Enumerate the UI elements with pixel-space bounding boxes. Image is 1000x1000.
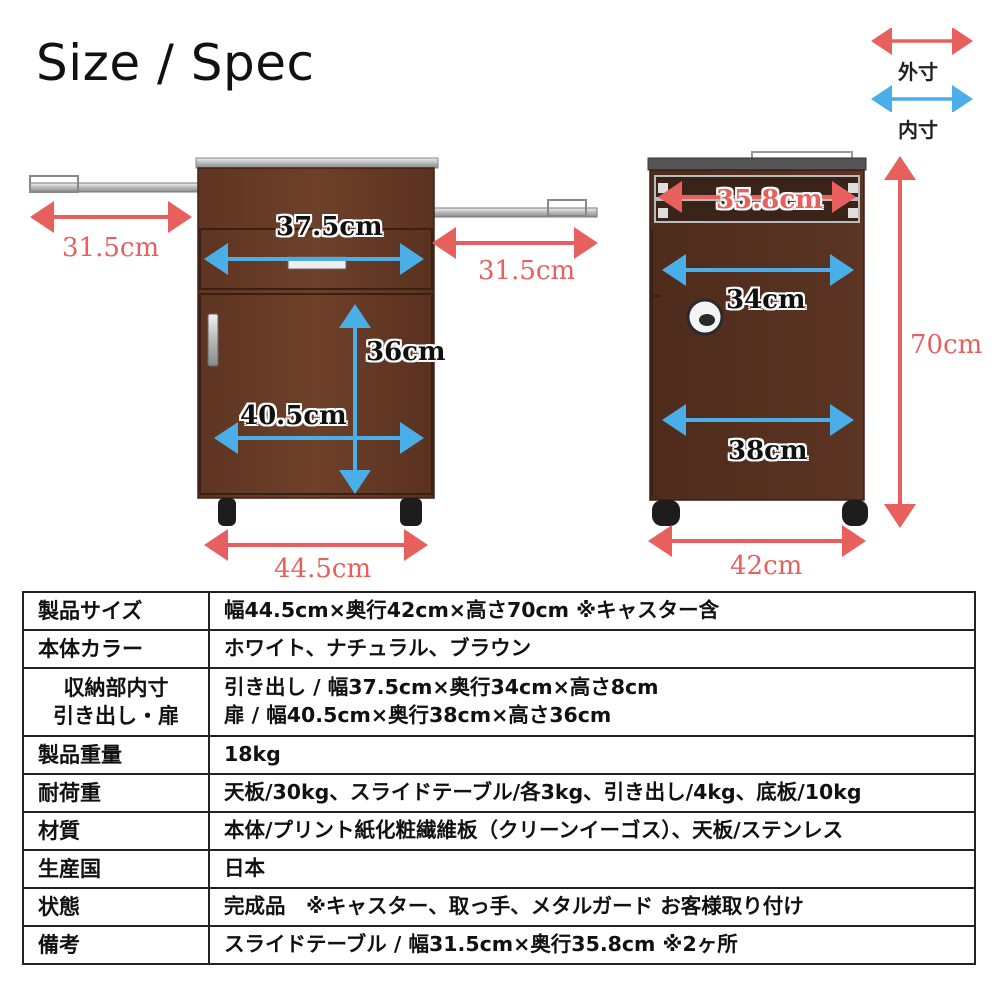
spec-label: 材質 [22,811,210,851]
cabinet-depth-label: 38cm [728,436,808,466]
slide-right-label: 31.5cm [478,256,576,286]
front-view-dimension-arrows [29,201,598,561]
height-label: 70cm [910,330,983,360]
page-title: Size / Spec [36,34,315,92]
spec-label: 備考 [22,925,210,965]
legend-arrows [871,28,973,112]
spec-label-line: 引き出し・扉 [53,704,179,728]
spec-value: 完成品 ※キャスター、取っ手、メタルガード お客様取り付け [208,887,976,927]
table-row: 製品サイズ 幅44.5cm×奥行42cm×高さ70cm ※キャスター含 [22,591,976,631]
door-height-label: 36cm [366,337,446,367]
spec-value: 幅44.5cm×奥行42cm×高さ70cm ※キャスター含 [208,591,976,631]
table-row: 生産国 日本 [22,849,976,889]
door-handle [207,313,219,367]
spec-value-line: 引き出し / 幅37.5cm×奥行34cm×高さ8cm [224,675,659,700]
left-slide-rail [29,182,201,193]
spec-label: 本体カラー [22,629,210,669]
door-front [199,293,433,495]
spec-label: 製品サイズ [22,591,210,631]
spec-label-line: 収納部内寸 [63,675,169,700]
outer-legend-label: 外寸 [898,60,938,84]
inner-legend-label: 内寸 [898,118,938,142]
side-view-dimension-arrows [648,156,916,557]
slide-depth-label: 35.8cm [716,185,823,215]
product-illustration [29,151,916,561]
side-depth-label: 42cm [730,551,803,581]
spec-value: 天板/30kg、スライドテーブル/各3kg、引き出し/4kg、底板/10kg [208,773,976,813]
spec-label: 収納部内寸 引き出し・扉 [22,667,210,737]
table-row: 収納部内寸 引き出し・扉 引き出し / 幅37.5cm×奥行34cm×高さ8cm… [22,667,976,737]
table-row: 材質 本体/プリント紙化粧繊維板（クリーンイーゴス）、天板/ステンレス [22,811,976,851]
spec-value-line: 扉 / 幅40.5cm×奥行38cm×高さ36cm [224,703,612,727]
spec-value: 日本 [208,849,976,889]
spec-label: 耐荷重 [22,773,210,813]
slide-left-label: 31.5cm [62,233,160,263]
spec-label: 製品重量 [22,735,210,775]
spec-value: 18kg [208,735,976,775]
spec-value: ホワイト、ナチュラル、ブラウン [208,629,976,669]
door-width-label: 40.5cm [240,401,347,431]
spec-value: スライドテーブル / 幅31.5cm×奥行35.8cm ※2ヶ所 [208,925,976,965]
table-row: 状態 完成品 ※キャスター、取っ手、メタルガード お客様取り付け [22,887,976,927]
table-row: 耐荷重 天板/30kg、スライドテーブル/各3kg、引き出し/4kg、底板/10… [22,773,976,813]
spec-value: 引き出し / 幅37.5cm×奥行34cm×高さ8cm 扉 / 幅40.5cm×… [208,667,976,737]
table-row: 製品重量 18kg [22,735,976,775]
table-row: 備考 スライドテーブル / 幅31.5cm×奥行35.8cm ※2ヶ所 [22,925,976,965]
spec-label: 生産国 [22,849,210,889]
spec-table: 製品サイズ 幅44.5cm×奥行42cm×高さ70cm ※キャスター含 本体カラ… [22,591,976,965]
drawer-width-label: 37.5cm [276,212,383,242]
spec-value: 本体/プリント紙化粧繊維板（クリーンイーゴス）、天板/ステンレス [208,811,976,851]
table-row: 本体カラー ホワイト、ナチュラル、ブラウン [22,629,976,669]
front-width-label: 44.5cm [274,554,372,584]
spec-label: 状態 [22,887,210,927]
drawer-depth-label: 34cm [726,285,806,315]
